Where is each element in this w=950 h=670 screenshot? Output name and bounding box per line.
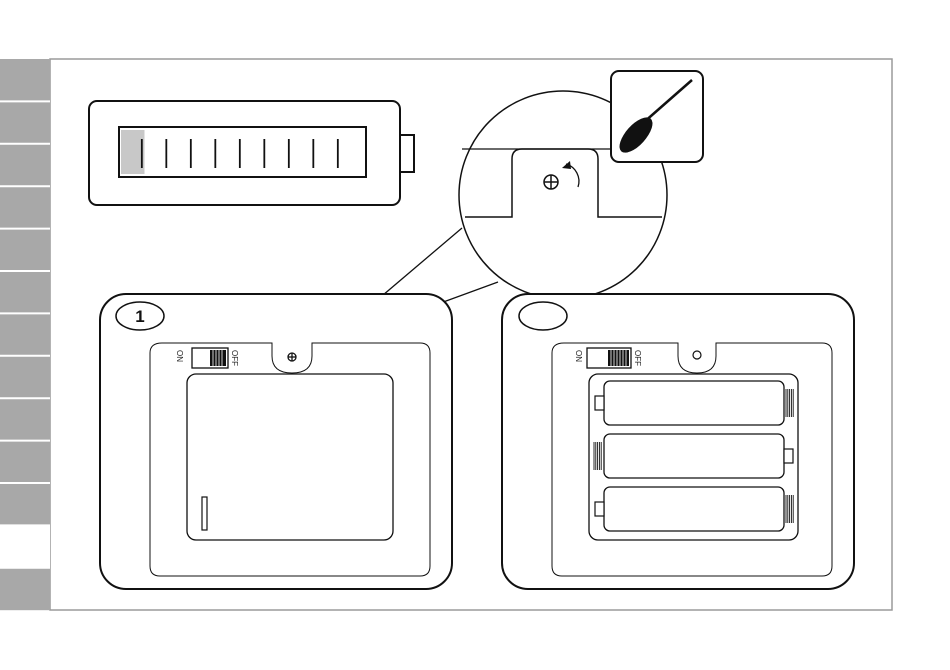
sidebar-tab[interactable] bbox=[0, 59, 50, 101]
switch-off-label: OFF bbox=[230, 350, 239, 366]
panel-closed-cover: 1 ON OFF bbox=[100, 294, 452, 589]
batteries bbox=[594, 381, 793, 531]
power-switch bbox=[192, 348, 228, 368]
battery-level-indicator bbox=[89, 101, 414, 205]
sidebar-tab[interactable] bbox=[0, 229, 50, 271]
screwdriver-icon bbox=[611, 71, 703, 162]
aa-battery bbox=[595, 487, 793, 531]
power-switch bbox=[587, 348, 631, 368]
screw-icon bbox=[544, 175, 558, 189]
sidebar-tab[interactable] bbox=[0, 356, 50, 398]
sidebar-tab[interactable] bbox=[0, 271, 50, 313]
step-number: 1 bbox=[135, 307, 144, 326]
aa-battery bbox=[595, 381, 793, 425]
sidebar-tab[interactable] bbox=[0, 313, 50, 355]
switch-off-label: OFF bbox=[633, 350, 642, 366]
sidebar-tab[interactable] bbox=[0, 144, 50, 186]
sidebar-tab[interactable] bbox=[0, 186, 50, 228]
aa-battery bbox=[594, 434, 793, 478]
screw-hole-icon bbox=[288, 353, 296, 361]
battery-inner-frame bbox=[119, 127, 366, 177]
switch-on-label: ON bbox=[574, 350, 583, 362]
sidebar-tab[interactable] bbox=[0, 568, 50, 610]
cover-latch bbox=[202, 497, 207, 530]
sidebar-tab[interactable] bbox=[0, 483, 50, 525]
sidebar-tabs bbox=[0, 59, 50, 610]
sidebar-tab[interactable] bbox=[0, 525, 50, 567]
sidebar-tab[interactable] bbox=[0, 398, 50, 440]
battery-cover bbox=[187, 374, 393, 540]
panel-open-compartment: ON OFF bbox=[502, 294, 854, 589]
sidebar-tab[interactable] bbox=[0, 101, 50, 143]
switch-on-label: ON bbox=[175, 350, 184, 362]
step-number-badge bbox=[519, 302, 567, 330]
sidebar-tab[interactable] bbox=[0, 441, 50, 483]
